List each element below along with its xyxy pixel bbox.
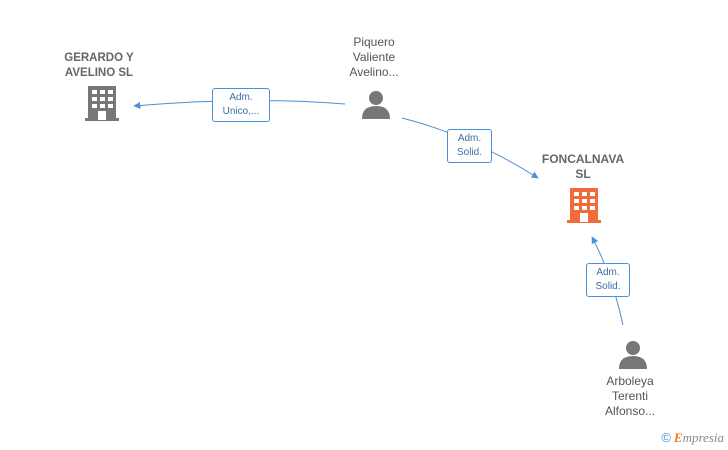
node-arboleya-label[interactable]: Arboleya Terenti Alfonso... (580, 374, 680, 419)
edge-label-line-2: Solid. (595, 281, 621, 292)
brand-name: mpresia (682, 430, 724, 445)
node-gerardo-line-2: AVELINO SL (64, 67, 134, 79)
edge-label-piquero-foncalnava[interactable]: Adm. Solid. (447, 129, 492, 163)
node-arboleya-line-1: Arboleya (606, 374, 654, 388)
node-piquero-label[interactable]: Piquero Valiente Avelino... (324, 35, 424, 80)
node-piquero-line-3: Avelino... (349, 65, 399, 79)
copyright-icon: © (661, 430, 671, 445)
building-icon[interactable] (85, 85, 119, 121)
edge-label-arboleya-foncalnava[interactable]: Adm. Solid. (586, 263, 630, 297)
node-foncalnava-line-1: FONCALNAVA (541, 152, 625, 166)
node-gerardo-label[interactable]: GERARDO Y AVELINO SL (44, 51, 154, 81)
node-foncalnava-line-2: SL (575, 167, 591, 181)
edge-label-piquero-gerardo[interactable]: Adm. Unico,... (212, 88, 270, 122)
edge-label-line-2: Solid. (456, 147, 482, 158)
edge-label-line-2: Unico,... (222, 106, 260, 117)
node-arboleya-line-3: Alfonso... (604, 404, 656, 418)
empresia-watermark: ©Empresia (661, 430, 724, 446)
edge-label-line-1: Adm. (596, 267, 620, 278)
node-piquero-line-1: Piquero (353, 35, 395, 49)
node-piquero-line-2: Valiente (352, 50, 396, 64)
person-icon[interactable] (361, 89, 391, 119)
edge-label-line-1: Adm. (229, 92, 253, 103)
brand-initial: E (673, 430, 683, 445)
edge-label-line-1: Adm. (457, 133, 482, 144)
node-gerardo-line-1: GERARDO Y (64, 52, 134, 64)
node-arboleya-line-2: Terenti (611, 389, 649, 403)
person-icon[interactable] (618, 339, 648, 369)
node-foncalnava-label[interactable]: FONCALNAVA SL (528, 152, 638, 182)
building-main-icon[interactable] (567, 187, 601, 223)
